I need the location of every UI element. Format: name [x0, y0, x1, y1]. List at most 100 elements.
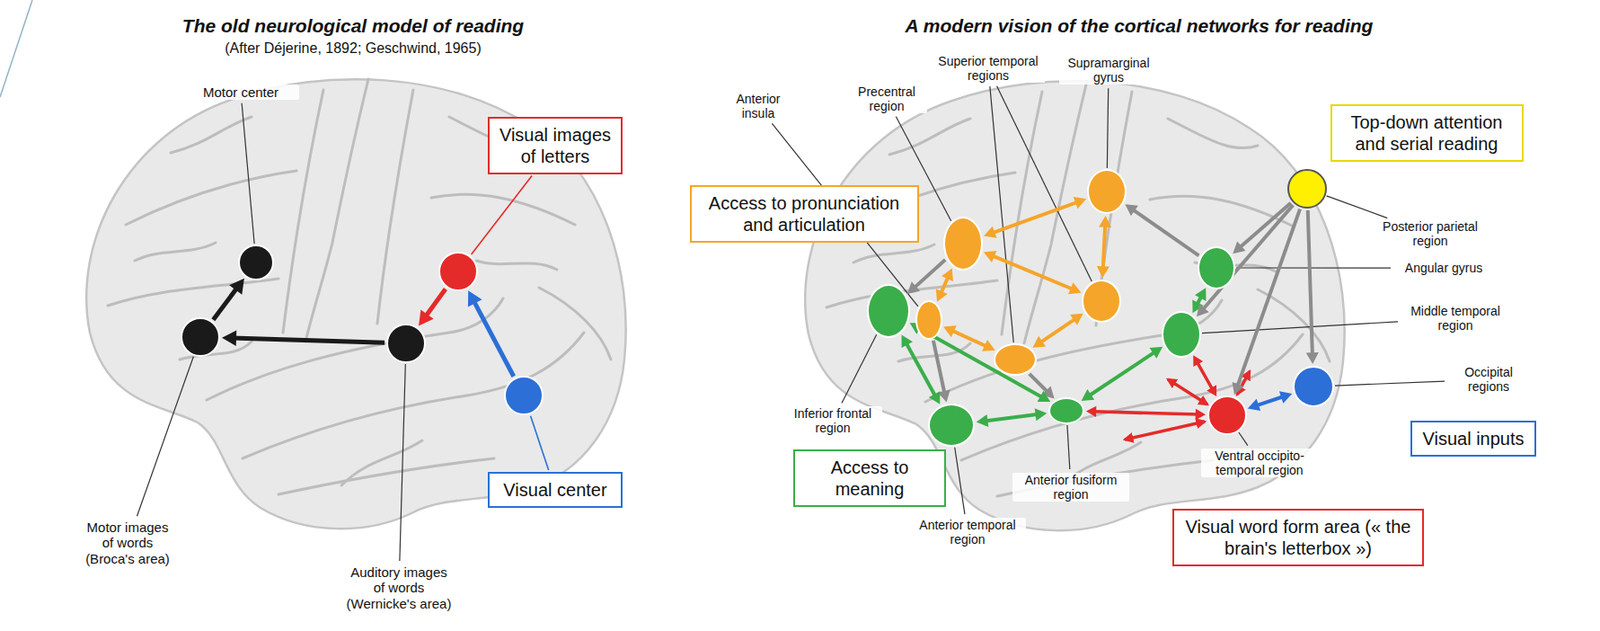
- leader-line: [136, 356, 194, 517]
- region-dot: Middle temporal region: [1161, 310, 1202, 358]
- panel-title: A modern vision of the cortical networks…: [824, 14, 1454, 37]
- region-dot: [503, 375, 544, 416]
- arrow-head: [1195, 408, 1206, 420]
- arrow-head: [221, 329, 237, 346]
- pathway-arrow: [983, 196, 1087, 239]
- arrow-head: [983, 226, 997, 239]
- category-box: Visual images of letters: [487, 116, 623, 175]
- region-label: Motor center: [182, 84, 300, 100]
- arrow-shaft: [1238, 203, 1291, 248]
- pathway-arrow: [1196, 204, 1293, 317]
- category-box: Access to meaning: [793, 449, 946, 507]
- arrow-head: [976, 414, 990, 427]
- region-dot: [1081, 279, 1122, 323]
- arrow-shaft: [933, 340, 946, 395]
- region-label: Inferior frontal region: [783, 406, 883, 435]
- pathway-arrow: [907, 259, 946, 294]
- arrow-head: [1081, 388, 1096, 401]
- pathway-arrow: [1306, 210, 1319, 364]
- leader-line: [1236, 266, 1391, 268]
- region-dot: Auditory images of words (Wernicke's are…: [386, 323, 426, 363]
- region-dot: [438, 251, 478, 292]
- region-label: Posterior parietal region: [1371, 219, 1489, 248]
- arrow-shaft: [424, 288, 446, 318]
- category-box: Visual center: [487, 471, 623, 508]
- arrow-shaft: [472, 299, 513, 377]
- region-dot: Inferior frontal region: [866, 283, 911, 338]
- region-dot: Anterior fusiform region: [1048, 397, 1085, 425]
- arrow-head: [1196, 303, 1210, 317]
- leader-line: [399, 363, 406, 561]
- region-dot: Posterior parietal region: [1287, 168, 1327, 209]
- pathway-arrow: [418, 288, 446, 326]
- region-label: Motor images of words (Broca's area): [80, 519, 175, 566]
- arrow-head: [1098, 215, 1112, 228]
- pathway-arrow: [1232, 203, 1291, 254]
- leader-line: [997, 86, 1093, 282]
- arrow-shaft: [984, 414, 1040, 422]
- box-text: Visual center: [498, 478, 612, 501]
- region-dot: Ventral occipito-temporal region: [1207, 395, 1247, 435]
- arrow-shaft: [231, 337, 385, 343]
- pathway-arrow: [1124, 203, 1199, 256]
- arrow-head: [1032, 335, 1046, 348]
- extra-red-arrows: [1124, 371, 1250, 440]
- arrow-shaft: [1237, 209, 1300, 388]
- region-label: Ventral occipito-temporal region: [1201, 448, 1318, 478]
- arrow-shaft: [905, 341, 937, 398]
- leader-line: [1067, 424, 1070, 469]
- arrow-head: [907, 281, 920, 294]
- arrow-head: [936, 288, 948, 302]
- arrow-head: [941, 267, 954, 282]
- arrow-head: [418, 309, 434, 326]
- pathway-arrow: [933, 340, 951, 403]
- pathway-arrow: [1086, 406, 1206, 420]
- pathway-arrow: [1247, 390, 1293, 411]
- arrow-head: [1073, 196, 1087, 209]
- arrow-head: [928, 390, 940, 405]
- arrow-head: [1069, 313, 1084, 326]
- leader-line: [990, 86, 1014, 343]
- region-dot: Anterior temporal region: [928, 403, 975, 447]
- region-label: Occipital regions: [1448, 364, 1530, 394]
- pathway-arrow: [983, 250, 1082, 294]
- pathway-arrow: [1096, 215, 1112, 278]
- arrow-shaft: [916, 327, 1044, 398]
- pathway-arrow: [530, 415, 549, 470]
- category-box: Visual inputs: [1410, 420, 1537, 457]
- pathway-arrow: [1081, 346, 1164, 401]
- region-dot: Precentral region: [943, 216, 983, 271]
- arrow-shaft: [1255, 396, 1285, 407]
- category-box: Access to pronunciation and articulation: [689, 185, 920, 243]
- leader-line: [841, 334, 877, 403]
- region-label: Angular gyrus: [1394, 260, 1494, 275]
- category-box: Top-down attention and serial reading: [1330, 104, 1524, 162]
- region-label: Auditory images of words (Wernicke's are…: [341, 564, 457, 611]
- arrow-shaft: [1093, 411, 1199, 415]
- region-label: Anterior temporal region: [909, 517, 1026, 547]
- region-label: Superior temporal regions: [932, 53, 1045, 83]
- box-text: Access to meaning: [804, 456, 936, 500]
- pathway-arrow: [936, 267, 954, 301]
- arrow-head: [1194, 287, 1206, 301]
- pathway-arrow: [212, 278, 244, 320]
- arrow-shaft: [950, 329, 988, 347]
- arrow-shaft: [1103, 223, 1106, 270]
- panel-title: The old neurological model of reading: [101, 14, 605, 37]
- arrow-head: [1247, 398, 1261, 411]
- region-dot: [993, 343, 1037, 376]
- arrow-shaft: [530, 415, 549, 470]
- region-dot: Anterior insula: [915, 300, 943, 340]
- leader-line: [1238, 432, 1248, 446]
- arrow-head: [1232, 240, 1246, 254]
- pathway-arrow: [976, 407, 1048, 427]
- region-label: Middle temporal region: [1401, 303, 1510, 333]
- pathway-arrow: [221, 329, 385, 346]
- arrow-head: [1124, 203, 1139, 216]
- arrow-head: [1149, 346, 1164, 359]
- arrow-head: [943, 325, 957, 337]
- arrow-head: [1232, 381, 1245, 395]
- pathway-arrow: [901, 334, 941, 404]
- leader-line: [241, 103, 255, 244]
- pathway-arrow: [471, 176, 532, 255]
